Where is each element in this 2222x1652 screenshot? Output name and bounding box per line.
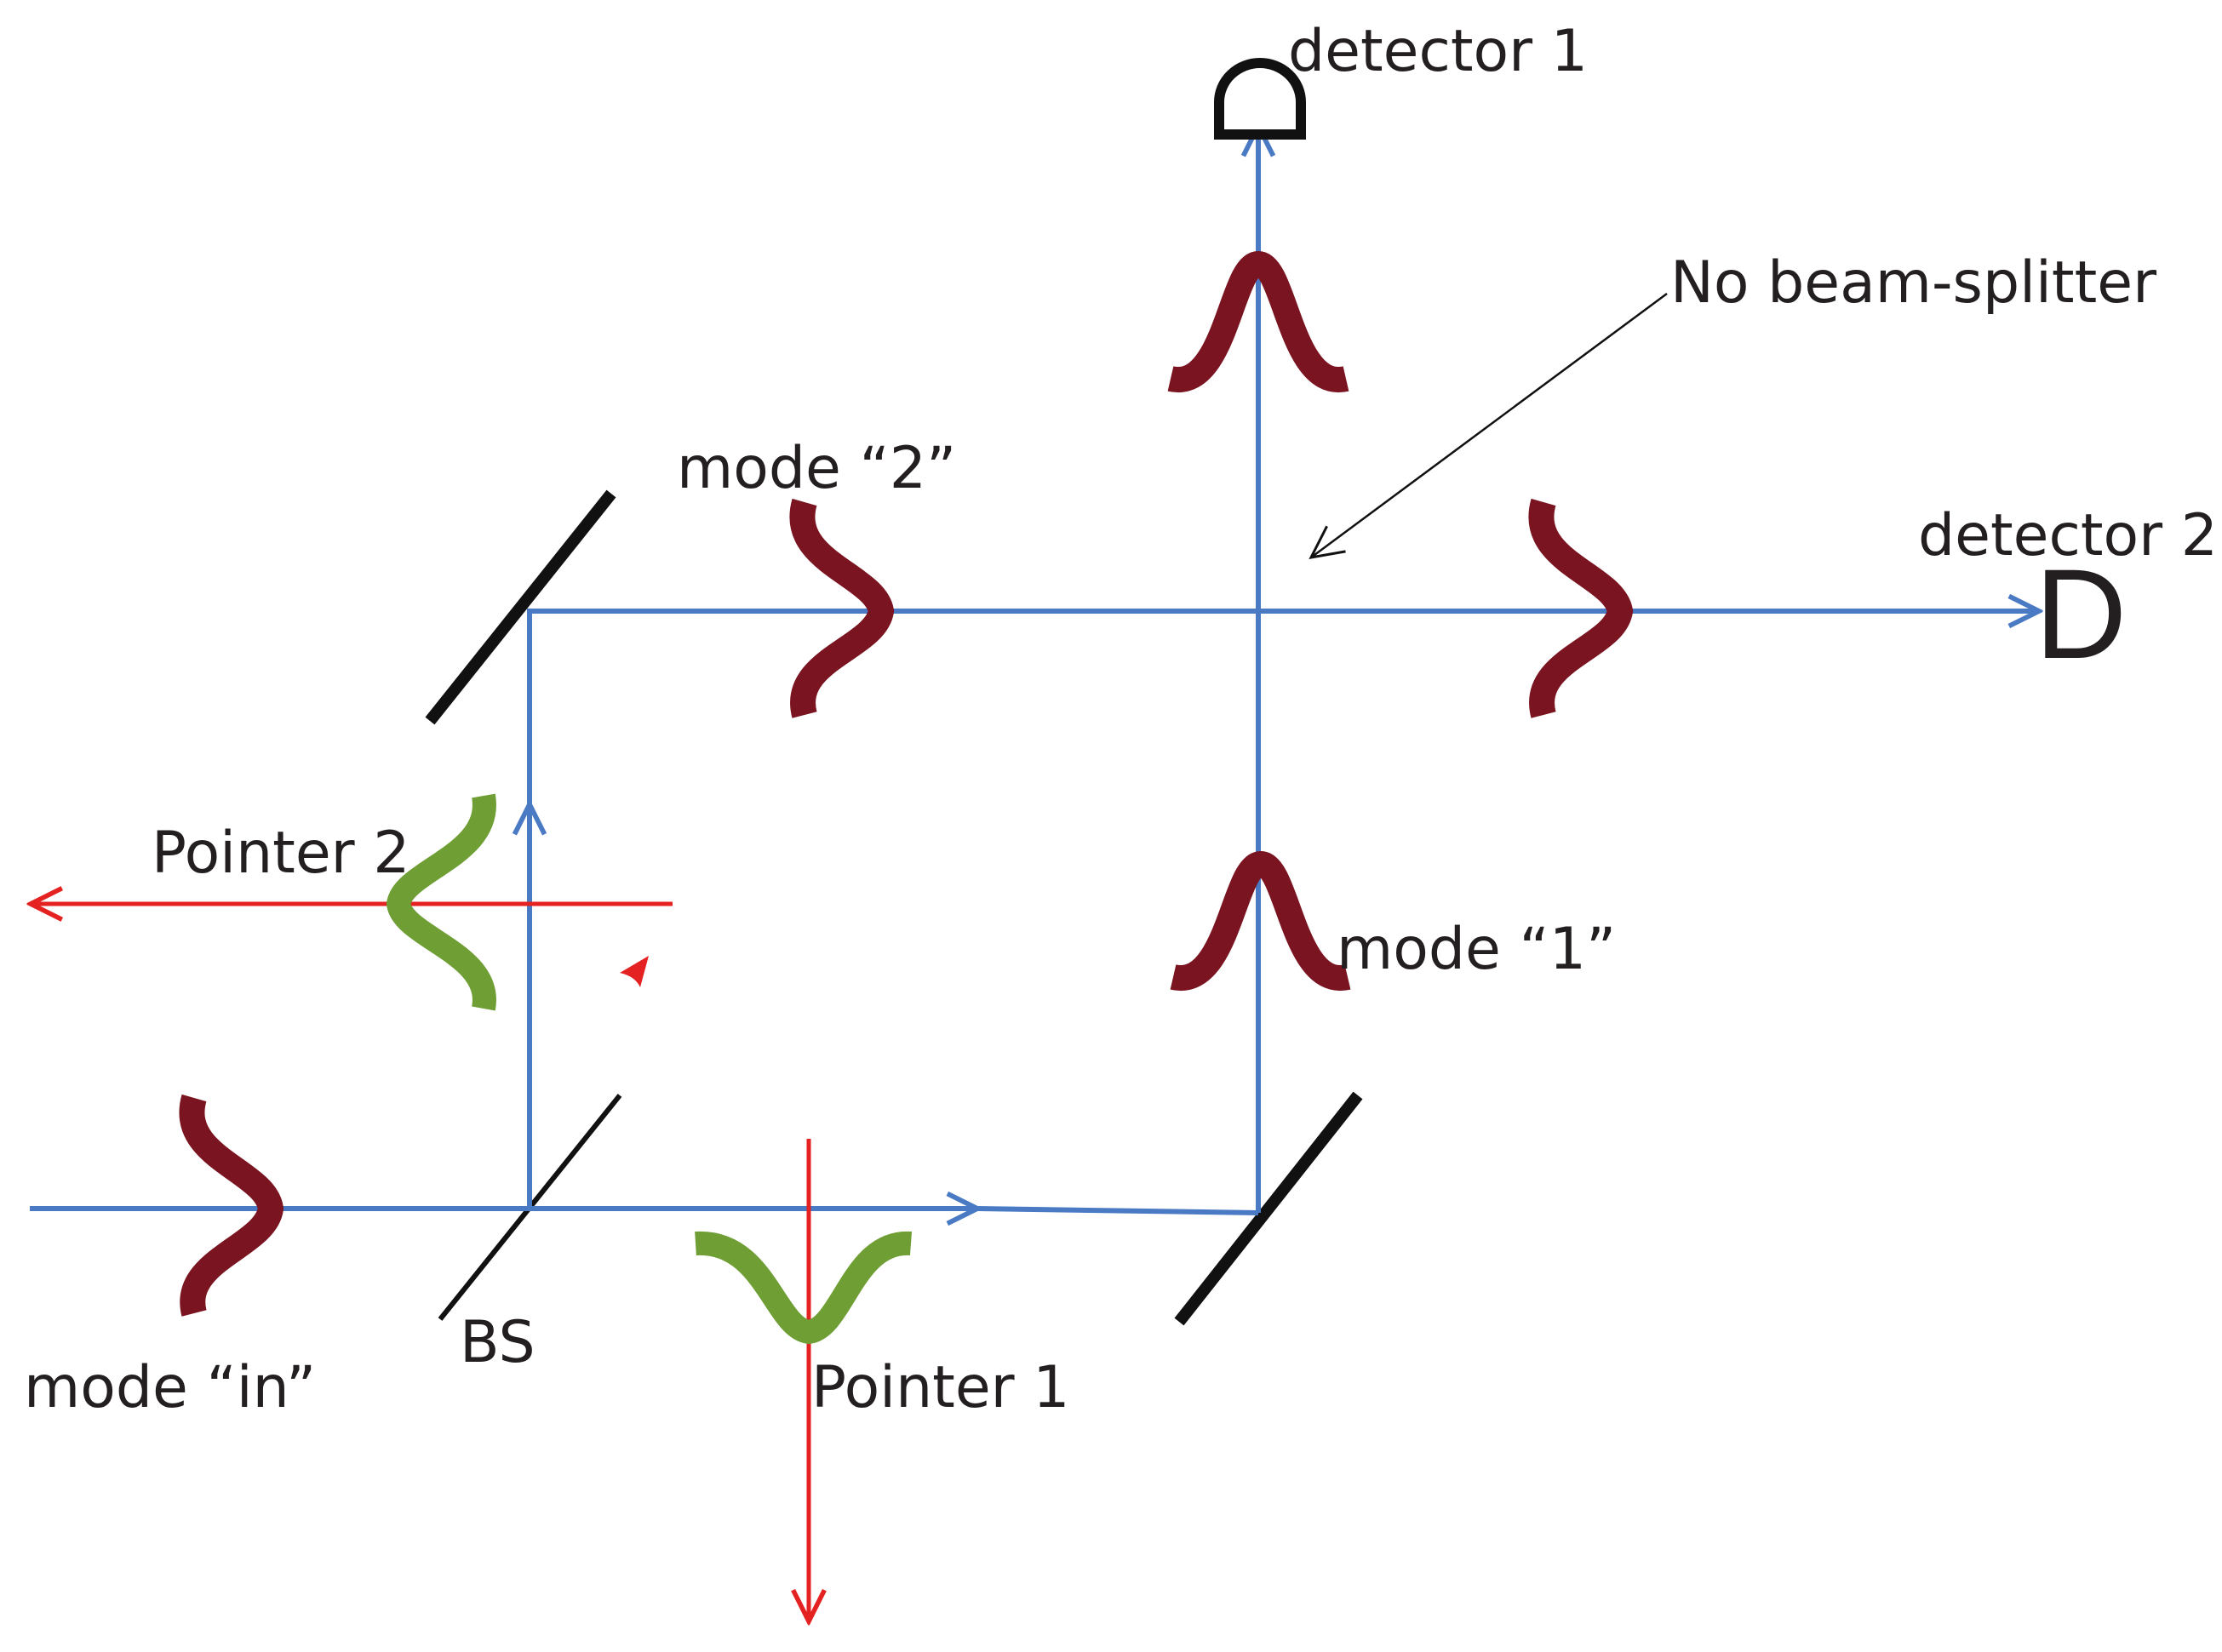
mode-1-label: mode “1” [1337,916,1616,983]
mode-in-label: mode “in” [24,1354,316,1421]
wavepacket-detector-2 [1528,498,1634,718]
no-beam-splitter-label: No beam-splitter [1670,249,2156,317]
mirror-upper-left [425,489,616,725]
detector-2-label: detector 2 [1918,502,2218,569]
detector-2-icon: D [2035,542,2127,685]
detector-1-icon [1214,58,1306,140]
wavepacket-mode-in [179,1094,284,1317]
beam-arm-2-horizontal [527,611,2039,804]
mirror-lower-right [1174,1091,1363,1326]
wavepacket-mode-2 [789,498,895,718]
wavepacket-mode-1 [1170,850,1351,991]
pointer-2-label: Pointer 2 [152,820,410,887]
bs-label: BS [460,1309,535,1376]
mode-2-label: mode “2” [677,435,956,502]
wavepacket-pointer-2 [386,793,496,1011]
pointer-1-label: Pointer 1 [811,1354,1070,1421]
no-beam-splitter-arrow [1309,292,1668,559]
red-arrowhead-fragment [620,956,649,987]
wavepacket-detector-1 [1167,250,1349,392]
beam-arm-1-lower [976,1206,1259,1215]
wavepacket-pointer-1 [695,1231,913,1345]
detector-1-label: detector 1 [1288,18,1588,85]
